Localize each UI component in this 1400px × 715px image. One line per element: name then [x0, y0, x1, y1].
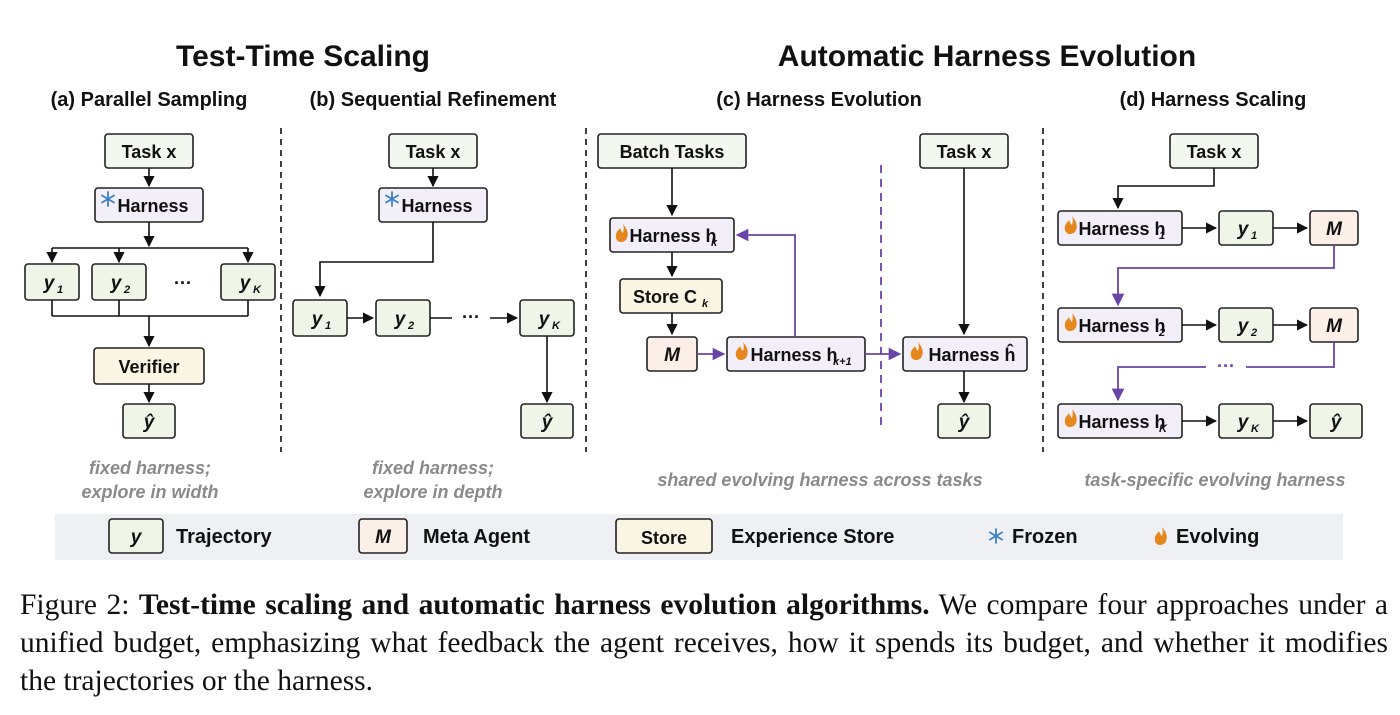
- b-y1-label: y: [311, 309, 324, 330]
- legend-frozen-label: Frozen: [1012, 526, 1078, 548]
- c-yhat-label: ŷ: [958, 412, 971, 433]
- c-store-box: [619, 278, 723, 314]
- a-note-line2: explore in width: [81, 482, 218, 502]
- d-y1-subscript: 1: [1251, 230, 1257, 242]
- a-y1-subscript: 1: [57, 284, 63, 296]
- b-yk-subscript: K: [552, 320, 561, 332]
- panel-c-title: (c) Harness Evolution: [716, 89, 922, 111]
- panel-b-title: (b) Sequential Refinement: [310, 89, 557, 111]
- panel-a-title: (a) Parallel Sampling: [51, 89, 248, 111]
- d-m1-label: M: [1326, 219, 1343, 240]
- b-y2-subscript: 2: [407, 320, 414, 332]
- b-harness-label: Harness: [401, 196, 472, 216]
- a-y2-subscript: 2: [123, 284, 130, 296]
- d-y2-label: y: [1237, 316, 1250, 337]
- legend-trajectory-label: Trajectory: [176, 526, 272, 548]
- legend-store-symbol: Store: [641, 528, 687, 548]
- a-yk-label: y: [239, 273, 252, 294]
- a-task-label: Task x: [122, 142, 177, 162]
- c-harness-k1-label: Harness h: [750, 345, 837, 365]
- legend-trajectory-swatch: [108, 518, 164, 554]
- legend-meta-swatch: [358, 518, 408, 554]
- d-task-label: Task x: [1187, 142, 1242, 162]
- c-yhat-box: [937, 403, 991, 439]
- caption-prefix: Figure 2:: [20, 589, 139, 621]
- header-test-time-scaling: Test-Time Scaling: [176, 40, 430, 73]
- d-ellipsis: ···: [1217, 356, 1235, 376]
- caption-body: We compare four approaches under a unifi…: [20, 589, 1389, 697]
- d-harness-2-label: Harness h: [1078, 316, 1165, 336]
- d-harness-1-subscript: 1: [1159, 230, 1165, 242]
- panel-d: Task x Harness h 1 y 1 M Harness h 2 y 2…: [1057, 133, 1363, 490]
- b-task-label: Task x: [406, 142, 461, 162]
- legend: y Trajectory M Meta Agent Store Experien…: [108, 518, 1259, 554]
- b-note-line2: explore in depth: [363, 482, 502, 502]
- a-yk-subscript: K: [253, 284, 262, 296]
- d-yk-label: y: [1237, 412, 1250, 433]
- a-y2-label: y: [110, 273, 123, 294]
- c-harness-hat-box: [902, 336, 1028, 372]
- d-yhat-label: ŷ: [1330, 412, 1343, 433]
- a-verifier-label: Verifier: [118, 357, 179, 377]
- a-yhat-box: [122, 403, 176, 439]
- c-store-label: Store C: [633, 287, 697, 307]
- panel-c: Batch Tasks Harness h k Store C k M Harn…: [597, 133, 1028, 490]
- d-yhat-box: [1309, 403, 1363, 439]
- c-task-label: Task x: [937, 142, 992, 162]
- a-harness-label: Harness: [117, 196, 188, 216]
- b-y2-label: y: [394, 309, 407, 330]
- c-harness-hat-label: Harness ĥ: [928, 343, 1015, 365]
- legend-meta-label: Meta Agent: [423, 526, 530, 548]
- c-note: shared evolving harness across tasks: [657, 470, 982, 490]
- d-y2-subscript: 2: [1250, 327, 1257, 339]
- a-yhat-label: ŷ: [143, 412, 156, 433]
- d-harness-1-label: Harness h: [1078, 219, 1165, 239]
- legend-meta-symbol: M: [375, 527, 392, 548]
- b-yk-label: y: [538, 309, 551, 330]
- b-y1-subscript: 1: [325, 320, 331, 332]
- d-y1-label: y: [1237, 219, 1250, 240]
- panel-d-title: (d) Harness Scaling: [1120, 89, 1307, 111]
- caption-bold: Test-time scaling and automatic harness …: [138, 589, 930, 621]
- legend-store-swatch: [615, 518, 713, 554]
- b-yhat-box: [520, 403, 574, 439]
- panel-a: Task x Harness y 1 y 2 ··· y K Verifier …: [24, 133, 276, 502]
- c-harness-k-subscript: k: [711, 237, 718, 249]
- d-harness-k-label: Harness h: [1078, 412, 1165, 432]
- d-m2-label: M: [1326, 316, 1343, 337]
- legend-evolving-label: Evolving: [1176, 526, 1259, 548]
- a-y1-label: y: [43, 273, 56, 294]
- d-harness-2-subscript: 2: [1158, 327, 1165, 339]
- c-meta-label: M: [664, 345, 681, 366]
- c-batch-tasks-label: Batch Tasks: [620, 142, 725, 162]
- b-note-line1: fixed harness;: [372, 458, 494, 478]
- legend-store-label: Experience Store: [731, 526, 894, 548]
- figure-caption: Figure 2: Test-time scaling and automati…: [20, 586, 1388, 700]
- d-yk-subscript: K: [1251, 423, 1260, 435]
- d-harness-k-subscript: K: [1159, 423, 1168, 435]
- d-note: task-specific evolving harness: [1084, 470, 1345, 490]
- c-harness-k1-subscript: k+1: [833, 356, 852, 368]
- b-yhat-label: ŷ: [541, 412, 554, 433]
- figure-diagram: Test-Time Scaling Automatic Harness Evol…: [24, 40, 1363, 560]
- panel-b: Task x Harness y 1 y 2 ··· y K ŷ fixed h…: [292, 133, 575, 502]
- legend-trajectory-symbol: y: [130, 527, 143, 548]
- c-store-subscript: k: [702, 298, 709, 310]
- a-note-line1: fixed harness;: [89, 458, 211, 478]
- a-ellipsis: ···: [174, 273, 192, 293]
- c-harness-k-label: Harness h: [629, 226, 716, 246]
- header-automatic-harness-evolution: Automatic Harness Evolution: [778, 40, 1196, 73]
- b-ellipsis: ···: [462, 307, 480, 327]
